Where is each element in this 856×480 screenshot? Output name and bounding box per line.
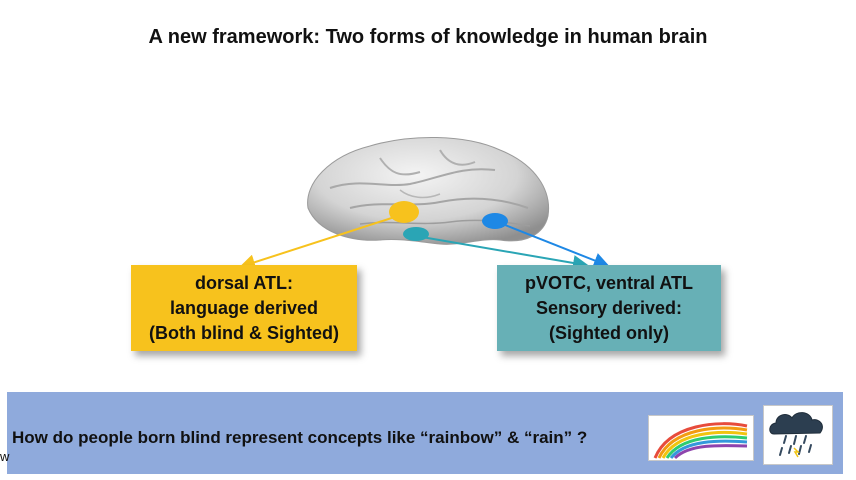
edge-char: w xyxy=(0,449,10,464)
pvotc-line1: pVOTC, ventral ATL xyxy=(524,272,693,293)
pvotc-line2: Sensory derived: xyxy=(535,297,683,318)
rainbow-icon xyxy=(653,422,748,460)
dorsal-atl-line2: language derived xyxy=(169,297,319,318)
brain-illustration xyxy=(290,128,570,258)
dorsal-atl-line3: (Both blind & Sighted) xyxy=(149,322,339,343)
rain-cloud-icon xyxy=(769,412,823,458)
brain-lateral-view-icon xyxy=(307,137,550,245)
dorsal-atl-box: dorsal ATL: language derived (Both blind… xyxy=(131,265,357,351)
question-text: How do people born blind represent conce… xyxy=(12,428,588,447)
pvotc-line3: (Sighted only) xyxy=(549,322,669,343)
dorsal-atl-line1: dorsal ATL: xyxy=(195,272,293,293)
pvotc-box: pVOTC, ventral ATL Sensory derived: (Sig… xyxy=(497,265,721,351)
rainbow-image xyxy=(648,415,754,461)
slide-title: A new framework: Two forms of knowledge … xyxy=(148,26,708,48)
rain-image xyxy=(763,405,833,465)
